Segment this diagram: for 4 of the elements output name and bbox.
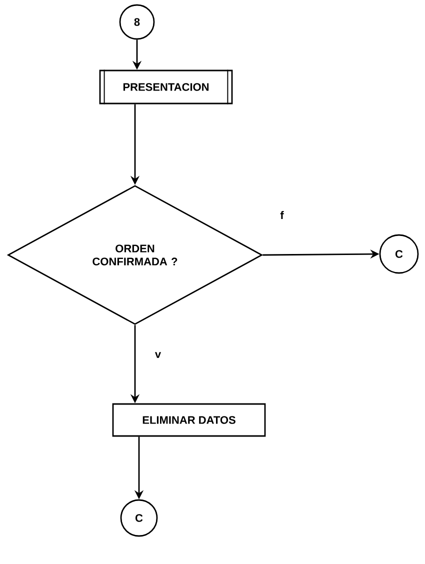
process-box: ELIMINAR DATOS: [112, 403, 266, 437]
edge-label: v: [154, 351, 162, 359]
edge-label: f: [279, 210, 285, 220]
process-box: PRESENTACION: [99, 69, 233, 105]
